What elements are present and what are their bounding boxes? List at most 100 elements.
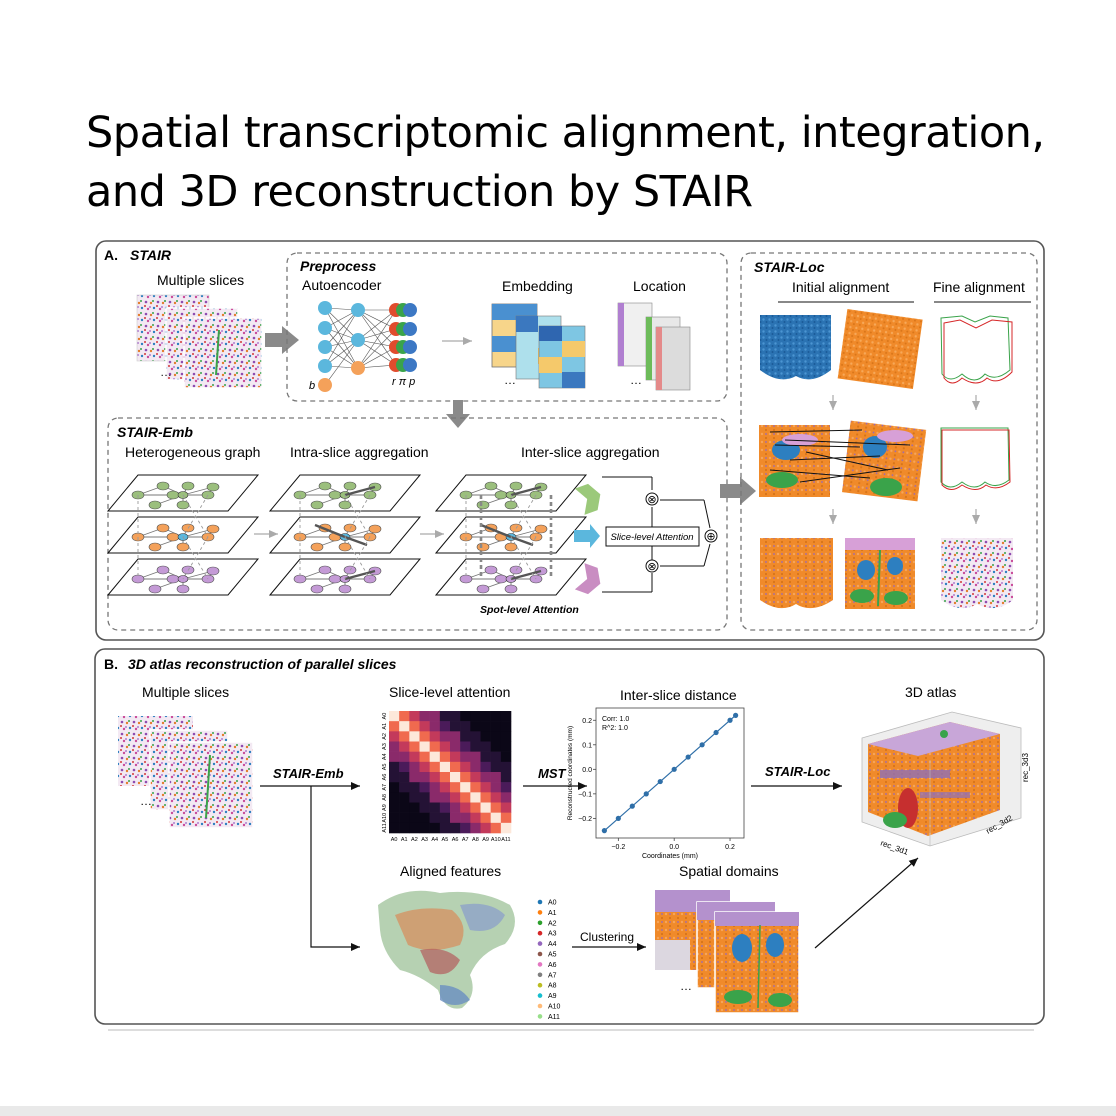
legend-marker — [537, 1014, 543, 1019]
heatmap-cell — [409, 792, 420, 803]
legend-marker — [537, 920, 543, 926]
aligned-features-umap — [378, 890, 515, 1009]
heatmap-cell — [460, 772, 471, 783]
heatmap-cell — [429, 812, 441, 824]
heatmap-col-label: A3 — [421, 837, 428, 843]
atlas-3d-title: 3D atlas — [905, 684, 956, 700]
arrow-preprocess-to-emb — [446, 400, 470, 428]
heatmap-cell — [490, 761, 502, 773]
loc-frame — [740, 252, 1038, 631]
heatmap-cell — [480, 761, 491, 773]
spatial-domains-title: Spatial domains — [679, 863, 779, 879]
panel-a-frame — [95, 240, 1045, 641]
heatmap-row-label: A8 — [382, 794, 388, 801]
heatmap-cell — [460, 741, 471, 752]
heatmap-col-label: A2 — [411, 837, 418, 843]
panel-a-slice-stack: … — [136, 294, 263, 389]
distance-xtick: 0.0 — [669, 844, 679, 851]
distance-xlabel: Coordinates (mm) — [642, 853, 698, 860]
distance-point — [733, 712, 739, 718]
heatmap-cell — [480, 792, 491, 803]
heatmap-cell — [480, 721, 491, 732]
heatmap-cell — [470, 772, 481, 783]
panel-b-name: 3D atlas reconstruction of parallel slic… — [128, 656, 397, 672]
intra-slice-label: Intra-slice aggregation — [290, 444, 429, 460]
heatmap-cell — [409, 812, 420, 824]
heatmap-cell — [399, 741, 410, 752]
heatmap-cell — [490, 782, 502, 793]
heatmap-cell — [389, 751, 400, 763]
heatmap-row-label: A0 — [382, 713, 388, 720]
heatmap-row-label: A1 — [382, 723, 388, 730]
heatmap-cell — [409, 761, 420, 773]
heatmap-cell — [450, 822, 461, 834]
heatmap-col-label: A4 — [431, 837, 438, 843]
panel-b-slice-stack: … — [118, 716, 254, 829]
distance-point — [713, 729, 719, 736]
heatmap-row-label: A5 — [382, 764, 388, 771]
embedding-grids: … — [491, 303, 586, 389]
multiply-node-bottom — [645, 559, 659, 573]
add-node — [704, 529, 718, 543]
heatmap-cell — [490, 802, 502, 813]
heatmap-row-label: A10 — [382, 813, 388, 823]
heatmap-cell — [389, 711, 400, 722]
heterogeneous-graph-stack — [106, 474, 260, 596]
heatmap-cell — [490, 792, 502, 803]
heatmap-col-label: A8 — [472, 837, 479, 843]
heatmap-cell — [450, 711, 461, 722]
heatmap-cell — [399, 761, 410, 773]
heatmap-cell — [429, 751, 441, 763]
heatmap-cell — [419, 711, 430, 722]
mst-label: MST — [538, 766, 567, 781]
r2-annotation: R^2: 1.0 — [602, 725, 628, 732]
attention-combiner — [602, 476, 711, 593]
heatmap-cell — [480, 822, 491, 834]
heatmap-col-label: A9 — [482, 837, 489, 843]
heatmap-cell — [419, 731, 430, 742]
heatmap-cell — [409, 802, 420, 813]
embedding-label: Embedding — [502, 278, 573, 294]
axis-3d-label-1: rec_3d1 — [879, 838, 910, 857]
heatmap-cell — [470, 751, 481, 763]
heatmap-cell — [490, 822, 502, 834]
heatmap-cell — [419, 812, 430, 824]
legend-label: A2 — [548, 920, 557, 927]
heatmap-cell — [439, 741, 451, 752]
distance-point — [615, 815, 621, 821]
heatmap-cell — [490, 721, 502, 732]
distance-ytick: 0.0 — [582, 767, 592, 774]
heatmap-cell — [429, 772, 441, 783]
arrow-to-preprocess — [265, 326, 299, 354]
preprocess-frame — [286, 252, 728, 402]
heatmap-col-label: A10 — [491, 837, 501, 843]
heatmap-cell — [480, 812, 491, 824]
heatmap-cell — [490, 772, 502, 783]
heatmap-cell — [480, 782, 491, 793]
fine-alignment-images — [940, 314, 1013, 609]
legend-marker — [537, 993, 543, 998]
heatmap-cell — [409, 711, 420, 722]
heterogeneous-graph-label: Heterogeneous graph — [125, 444, 260, 460]
heatmap-cell — [389, 772, 400, 783]
heatmap-cell — [460, 751, 471, 763]
heatmap-cell — [439, 792, 451, 803]
inter-slice-distance-title: Inter-slice distance — [620, 687, 737, 703]
legend-marker — [537, 941, 543, 946]
panel-a-name: STAIR — [130, 247, 172, 263]
stair-loc-label: STAIR-Loc — [765, 764, 831, 779]
heatmap-cell — [389, 792, 400, 803]
heatmap-cell — [470, 721, 481, 732]
clustering-label: Clustering — [580, 930, 634, 944]
heatmap-cell — [389, 761, 400, 773]
legend-label: A6 — [548, 962, 557, 969]
heatmap-cell — [409, 751, 420, 763]
svg-text:…: … — [160, 365, 172, 379]
legend-label: A11 — [548, 1014, 560, 1021]
attention-heatmap: A0A0A1A1A2A2A3A3A4A4A5A5A6A6A7A7A8A8A9A9… — [382, 711, 512, 843]
svg-text:…: … — [630, 373, 642, 387]
heatmap-cell — [470, 802, 481, 813]
aligned-features-title: Aligned features — [400, 863, 501, 879]
heatmap-cell — [450, 741, 461, 752]
